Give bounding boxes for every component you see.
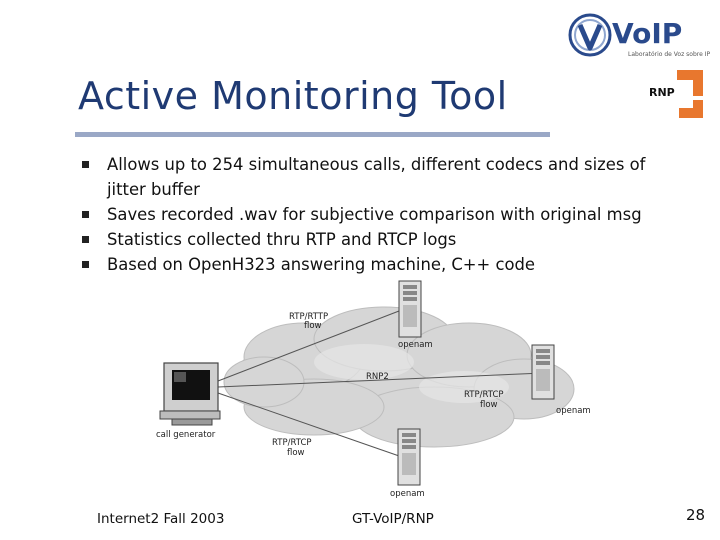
server-right-label: openam [556,406,591,416]
bullet-item: Statistics collected thru RTP and RTCP l… [80,227,710,252]
rnp-logo: RNP [647,66,709,122]
server-top [398,280,422,338]
flow-label-top-2: flow [304,321,322,331]
server-bottom-label: openam [390,489,425,499]
voip-logo: VoIP Laboratório de Voz sobre IP [568,13,710,58]
flow-label-right-2: flow [480,400,498,410]
bullet-item: Allows up to 254 simultaneous calls, dif… [80,152,710,202]
slide-title: Active Monitoring Tool [78,74,508,118]
call-generator-label: call generator [156,430,216,440]
bullet-item: Based on OpenH323 answering machine, C++… [80,252,710,277]
cloud-label: RNP2 [366,372,389,382]
bullet-square-icon [82,161,89,168]
bullet-text: Allows up to 254 simultaneous calls, dif… [107,155,646,174]
flow-label-bottom: RTP/RTCP [272,438,312,448]
server-right [531,344,555,400]
server-top-label: openam [398,340,433,350]
flow-label-top: RTP/RTTP [289,312,328,322]
voip-logo-subtext: Laboratório de Voz sobre IP [628,51,710,58]
server-bottom [397,428,421,486]
footer-organization: GT-VoIP/RNP [352,511,434,527]
bullet-text-continued: jitter buffer [107,180,200,199]
title-underline [75,132,550,137]
flow-label-right: RTP/RTCP [464,390,504,400]
bullet-text: Statistics collected thru RTP and RTCP l… [107,230,457,249]
bullet-list: Allows up to 254 simultaneous calls, dif… [80,152,710,277]
bullet-text: Saves recorded .wav for subjective compa… [107,205,642,224]
bullet-square-icon [82,261,89,268]
bullet-square-icon [82,211,89,218]
bullet-square-icon [82,236,89,243]
call-generator-computer [159,362,221,426]
voip-logo-text: VoIP [612,17,682,50]
bullet-text: Based on OpenH323 answering machine, C++… [107,255,536,274]
bullet-item: Saves recorded .wav for subjective compa… [80,202,710,227]
page-number: 28 [686,506,706,524]
network-diagram: call generator openam openam openam [134,277,622,501]
rnp-logo-text: RNP [649,86,675,99]
flow-label-bottom-2: flow [287,448,305,458]
footer-event: Internet2 Fall 2003 [97,511,225,527]
